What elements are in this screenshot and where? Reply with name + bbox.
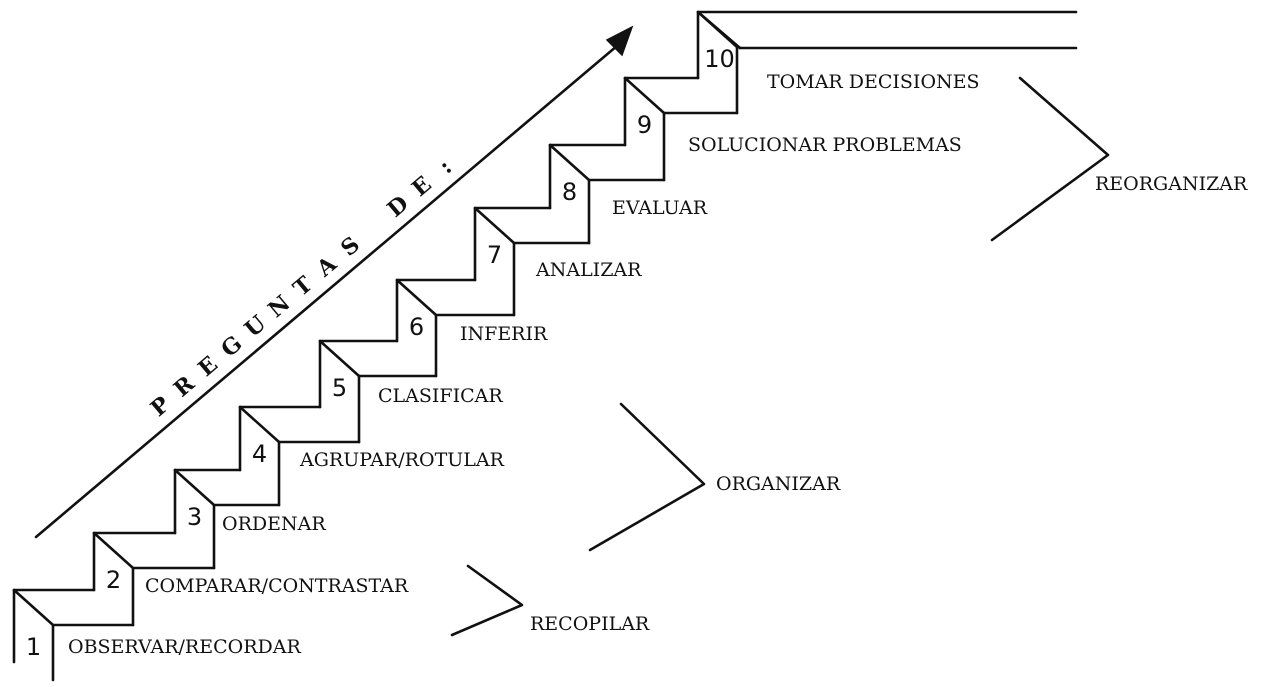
step-number-9: 9 xyxy=(637,111,652,139)
step-1-tread-diagonal xyxy=(12,588,55,627)
step-number-5: 5 xyxy=(332,374,347,402)
step-8-tread-diagonal xyxy=(548,143,591,182)
step-2-tread-diagonal xyxy=(92,531,135,570)
step-7-tread-diagonal xyxy=(473,206,516,245)
arrow-caption-letter: : xyxy=(434,154,457,179)
step-number-10: 10 xyxy=(704,45,735,73)
step-6-tread-diagonal xyxy=(395,278,438,317)
group-label-reorganizar: REORGANIZAR xyxy=(1095,173,1248,195)
step-5-tread-diagonal xyxy=(318,339,361,378)
top-floor-diagonal xyxy=(696,10,742,50)
arrow-caption-letter: T xyxy=(288,271,318,302)
arrow-caption-letter: P xyxy=(146,391,175,422)
arrow-caption-letter: A xyxy=(311,251,342,283)
step-label-inferir: INFERIR xyxy=(460,323,548,345)
group-label-organizar: ORGANIZAR xyxy=(716,473,841,495)
bracket-reorganizar xyxy=(990,76,1110,242)
arrow-caption-letter: G xyxy=(216,331,247,363)
step-number-1: 1 xyxy=(26,633,41,661)
step-number-3: 3 xyxy=(187,503,202,531)
bracket-recopilar xyxy=(450,564,524,637)
arrow-caption-letter: E xyxy=(193,351,223,382)
arrow-caption-letter: E xyxy=(407,171,437,202)
step-number-2: 2 xyxy=(106,566,121,594)
group-labels: RECOPILAR ORGANIZAR REORGANIZAR xyxy=(530,173,1248,635)
arrow-caption-letter: U xyxy=(240,311,271,343)
step-number-8: 8 xyxy=(562,178,577,206)
step-3-tread-diagonal xyxy=(173,468,216,507)
arrow-caption-letter: D xyxy=(382,191,413,223)
step-4-tread-diagonal xyxy=(238,405,281,444)
step-label-observar: OBSERVAR/RECORDAR xyxy=(68,636,301,658)
staircase: 1 2 3 4 5 6 7 8 9 10 xyxy=(12,10,739,682)
arrow-head xyxy=(605,25,634,57)
step-label-tomar: TOMAR DECISIONES xyxy=(767,71,980,93)
step-number-6: 6 xyxy=(409,313,424,341)
step-9-tread-diagonal xyxy=(623,76,666,115)
step-number-7: 7 xyxy=(487,241,502,269)
step-label-analizar: ANALIZAR xyxy=(535,259,642,281)
bracket-organizar xyxy=(588,402,706,552)
preguntas-arrow xyxy=(34,25,634,539)
step-label-clasificar: CLASIFICAR xyxy=(378,385,503,407)
step-label-agrupar: AGRUPAR/ROTULAR xyxy=(299,449,505,471)
step-label-ordenar: ORDENAR xyxy=(222,513,326,535)
arrow-caption-letter: R xyxy=(169,370,200,402)
arrow-caption-letter: N xyxy=(263,290,295,323)
top-floor xyxy=(696,10,1078,50)
step-label-comparar: COMPARAR/CONTRASTAR xyxy=(145,575,409,597)
step-label-evaluar: EVALUAR xyxy=(612,197,708,219)
step-label-solucionar: SOLUCIONAR PROBLEMAS xyxy=(688,134,962,156)
group-label-recopilar: RECOPILAR xyxy=(530,613,650,635)
group-brackets xyxy=(450,76,1110,637)
arrow-caption-letter: S xyxy=(336,232,365,262)
step-labels: OBSERVAR/RECORDAR COMPARAR/CONTRASTAR OR… xyxy=(68,71,980,658)
arrow-shaft xyxy=(34,38,626,539)
step-number-4: 4 xyxy=(252,440,267,468)
